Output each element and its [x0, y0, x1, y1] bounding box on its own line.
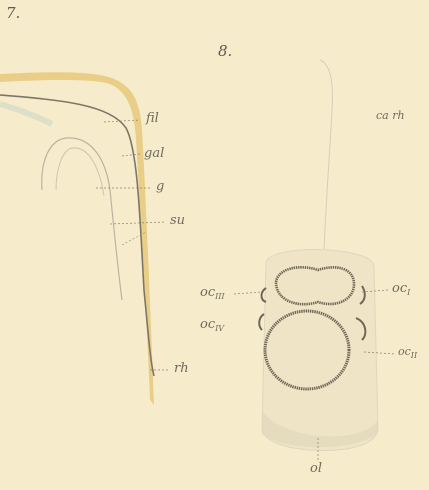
figure-7-inner-loop — [42, 138, 122, 300]
label-fil: fil — [146, 112, 159, 125]
figure-7-outer-line — [0, 95, 154, 376]
label-rh: rh — [174, 362, 189, 375]
label-ca-rh: ca rh — [376, 110, 405, 121]
label-g: g — [156, 180, 164, 193]
label-oc2-base: oc — [398, 345, 411, 358]
figure-7-left-tint — [0, 104, 52, 124]
figure-8-drawing — [234, 60, 396, 460]
label-oc2: ocII — [398, 346, 417, 360]
label-oc3-base: oc — [200, 285, 215, 300]
figure-8-capsule — [262, 250, 378, 451]
oc4-mark — [259, 314, 264, 330]
figure-7-yellow-band — [0, 72, 154, 405]
label-oc1-base: oc — [392, 281, 407, 296]
label-oc1-sub: I — [407, 288, 410, 297]
label-oc4-sub: IV — [215, 324, 224, 333]
label-oc4: ocIV — [200, 318, 224, 333]
label-su: su — [170, 214, 185, 227]
su-leader — [110, 222, 166, 224]
label-oc2-sub: II — [411, 351, 417, 360]
label-oc3-sub: III — [215, 292, 224, 301]
figure-8-stalk — [320, 60, 352, 276]
label-oc3: ocIII — [200, 286, 225, 301]
figure-8-number: 8. — [218, 44, 232, 59]
label-ol: ol — [310, 462, 322, 475]
oc3-leader — [234, 292, 262, 294]
figure-7-number: 7. — [6, 6, 20, 21]
label-oc4-base: oc — [200, 317, 215, 332]
label-oc1: ocI — [392, 282, 410, 297]
figure-7-drawing — [0, 72, 168, 405]
label-gal: gal — [144, 147, 164, 160]
figure-7-inner-loop-2 — [56, 148, 104, 196]
